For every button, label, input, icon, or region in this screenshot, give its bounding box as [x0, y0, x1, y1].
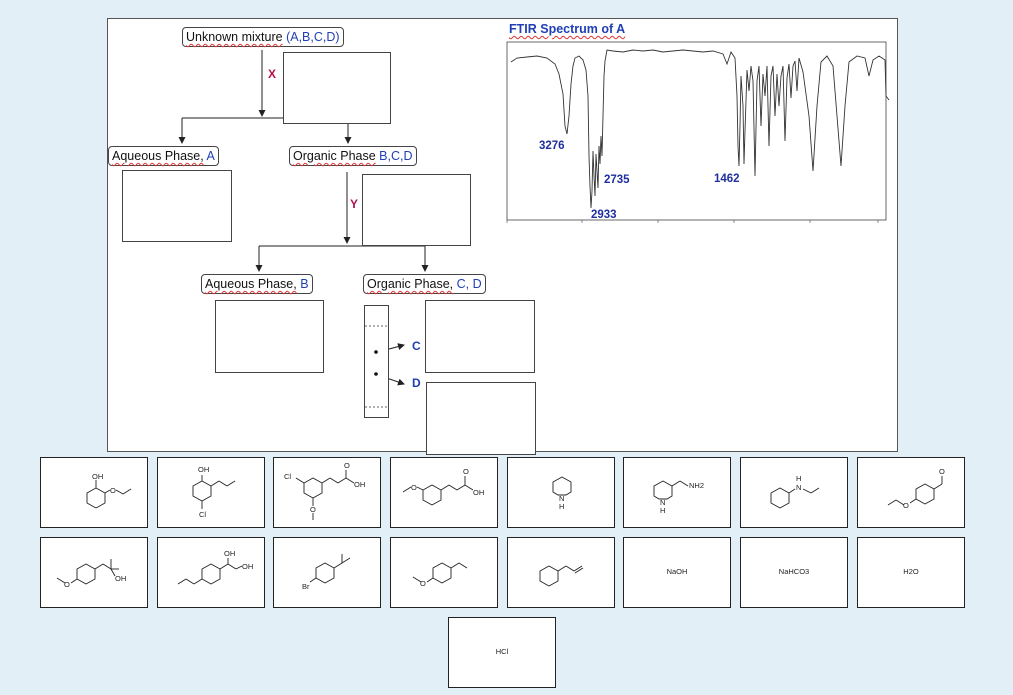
tlc-spot-c	[374, 350, 378, 354]
h-label: H	[559, 502, 564, 511]
oh-label: OH	[354, 480, 365, 489]
cl-label: Cl	[199, 510, 206, 519]
ether-o-label: O	[64, 580, 70, 589]
aqueous-b-components: B	[300, 277, 309, 291]
peak-label-1462: 1462	[714, 173, 740, 185]
drop-zone-aqueous-b[interactable]	[215, 300, 324, 373]
br-label: Br	[302, 582, 310, 591]
methoxy-o-label: O	[310, 505, 316, 514]
ether-o-label: O	[420, 579, 426, 588]
reagent-naoh-label: NaOH	[666, 567, 688, 576]
reagent-x-label: X	[268, 67, 277, 81]
reagent-h2o-label: H2O	[903, 567, 919, 576]
aldehyde-o-label: O	[939, 467, 945, 476]
tile-ethoxyphenyl-methylpropanol[interactable]: O OH	[40, 537, 148, 608]
organic-bcd-label: Organic Phase B,C,D	[289, 146, 417, 166]
n-label: N	[660, 498, 665, 507]
reagent-hcl-label: HCl	[495, 647, 509, 656]
organic-bcd-components: B,C,D	[379, 149, 413, 163]
peak-label-2933: 2933	[591, 209, 617, 221]
ether-o-label: O	[903, 501, 909, 510]
tile-n-ethylaniline[interactable]: H N	[740, 457, 848, 528]
mixture-text: Unknown mixture	[186, 30, 283, 44]
tile-4-ethoxybenzaldehyde[interactable]: O O	[857, 457, 965, 528]
h-label: H	[660, 506, 665, 515]
carbonyl-o-label: O	[463, 467, 469, 476]
oh-label: OH	[198, 465, 209, 474]
tlc-spot-d	[374, 372, 378, 376]
o-label: O	[110, 486, 116, 495]
mixture-label: Unknown mixture (A,B,C,D)	[182, 27, 344, 47]
drop-zone-c[interactable]	[425, 300, 535, 373]
tlc-plate	[364, 305, 389, 418]
tile-piperidine[interactable]: N H	[507, 457, 615, 528]
oh-label: OH	[92, 472, 103, 481]
tile-naoh[interactable]: NaOH	[623, 537, 731, 608]
tile-hcl[interactable]: HCl	[448, 617, 556, 688]
reagent-nahco3-label: NaHCO3	[778, 567, 810, 576]
drop-zone-reagent-x[interactable]	[283, 52, 391, 124]
n-label: N	[796, 483, 801, 492]
nh2-label: NH2	[689, 481, 704, 490]
tlc-label-d: D	[412, 376, 421, 390]
workspace-panel	[107, 18, 898, 452]
tile-chloro-methoxyphenyl-propanoic-acid[interactable]: Cl O OH O	[273, 457, 381, 528]
aqueous-b-text: Aqueous Phase,	[205, 277, 297, 291]
drop-zone-aqueous-a[interactable]	[122, 170, 232, 242]
organic-cd-components: C, D	[456, 277, 482, 291]
methoxy-o-label: O	[411, 483, 417, 492]
h-label: H	[796, 474, 801, 483]
carbonyl-o-label: O	[344, 461, 350, 470]
n-label: N	[559, 494, 564, 503]
aqueous-a-label: Aqueous Phase, A	[108, 146, 219, 166]
aqueous-b-label: Aqueous Phase, B	[201, 274, 313, 294]
tile-propenylphenyl-ethanediol[interactable]: OH OH	[157, 537, 265, 608]
spectrum-frame	[506, 41, 887, 221]
tile-4-chloro-2-propylphenol[interactable]: OH Cl	[157, 457, 265, 528]
oh-label-1: OH	[224, 549, 235, 558]
mixture-components: (A,B,C,D)	[286, 30, 340, 44]
organic-bcd-text: Organic Phase	[293, 149, 376, 163]
aqueous-a-components: A	[206, 149, 215, 163]
drop-zone-reagent-y[interactable]	[362, 174, 471, 246]
ftir-spectrum	[506, 41, 890, 223]
oh-label-2: OH	[242, 562, 253, 571]
oh-label: OH	[473, 488, 484, 497]
drop-zone-d[interactable]	[426, 382, 536, 455]
peak-label-3276: 3276	[539, 140, 565, 152]
tile-h2o[interactable]: H2O	[857, 537, 965, 608]
tile-nahco3[interactable]: NaHCO3	[740, 537, 848, 608]
peak-label-2735: 2735	[604, 174, 630, 186]
tile-bromo-isopropylbenzene[interactable]: Br	[273, 537, 381, 608]
tile-4-ethylanisole[interactable]: O	[390, 537, 498, 608]
tile-allylbenzene[interactable]	[507, 537, 615, 608]
spectrum-line	[510, 49, 890, 209]
tile-methoxyphenyl-propanoic-acid[interactable]: O O OH	[390, 457, 498, 528]
aqueous-a-text: Aqueous Phase,	[112, 149, 204, 163]
organic-cd-text: Organic Phase,	[367, 277, 454, 291]
reagent-y-label: Y	[350, 197, 359, 211]
spectrum-title: FTIR Spectrum of A	[509, 22, 626, 36]
oh-label: OH	[115, 574, 126, 583]
tile-aminomethyl-piperidine[interactable]: NH2 N H	[623, 457, 731, 528]
cl-label: Cl	[284, 472, 291, 481]
tlc-label-c: C	[412, 339, 421, 353]
organic-cd-label: Organic Phase, C, D	[363, 274, 486, 294]
tile-2-ethoxyphenol[interactable]: OH O	[40, 457, 148, 528]
